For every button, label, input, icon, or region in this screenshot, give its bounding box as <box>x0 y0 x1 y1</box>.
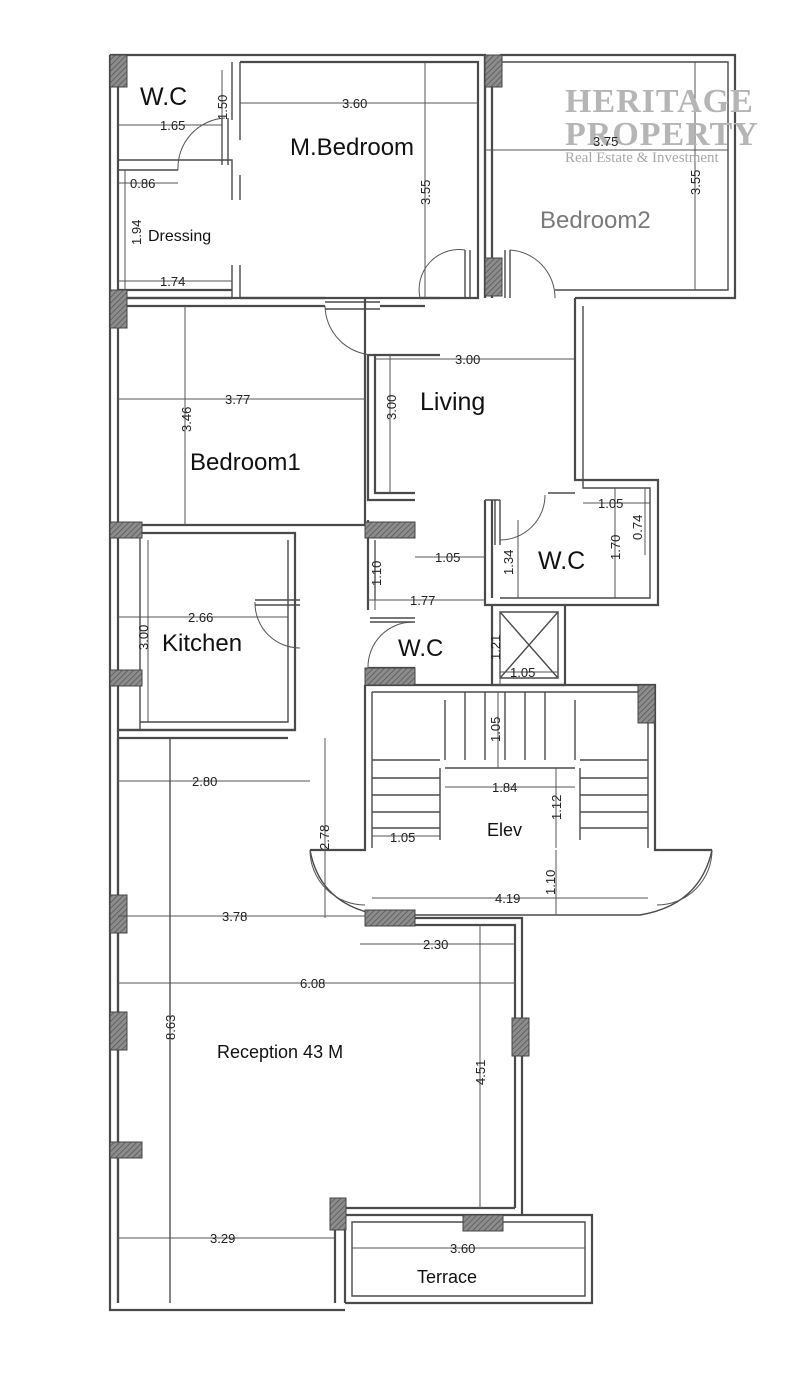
dim-label: 3.00 <box>384 395 399 420</box>
watermark-line2: PROPERTY <box>565 116 759 153</box>
room-label-bedroom2: Bedroom2 <box>540 207 651 234</box>
dim-label: 3.60 <box>342 96 367 111</box>
room-label-wc-top: W.C <box>140 83 187 111</box>
dim-label: 1.94 <box>129 220 144 245</box>
dim-label: 3.29 <box>210 1231 235 1246</box>
dim-label: 1.05 <box>598 496 623 511</box>
dimension-labels: 1.65 1.50 3.60 3.55 3.75 3.55 0.86 1.94 … <box>129 95 703 1256</box>
room-labels: W.C M.Bedroom Bedroom2 Dressing Living B… <box>140 83 651 1287</box>
room-label-kitchen: Kitchen <box>162 630 242 657</box>
dim-label: 3.77 <box>225 392 250 407</box>
dim-label: 1.05 <box>390 830 415 845</box>
dim-label: 2.30 <box>423 937 448 952</box>
dim-label: 3.78 <box>222 909 247 924</box>
watermark: HERITAGE PROPERTY Real Estate & Investme… <box>565 83 759 166</box>
doors <box>177 117 713 906</box>
dim-label: 1.05 <box>510 665 535 680</box>
room-label-bedroom1: Bedroom1 <box>190 449 301 476</box>
dim-label: 8.63 <box>163 1015 178 1040</box>
walls <box>108 53 737 1312</box>
dim-label: 3.55 <box>688 170 703 195</box>
dim-label: 1.05 <box>488 717 503 742</box>
dim-label: 1.12 <box>549 795 564 820</box>
dim-label: 1.65 <box>160 118 185 133</box>
dimension-lines <box>118 62 728 1303</box>
dim-label: 1.34 <box>501 550 516 575</box>
dim-label: 1.10 <box>543 870 558 895</box>
dim-label: 3.55 <box>418 180 433 205</box>
dim-label: 2.66 <box>188 610 213 625</box>
dim-label: 1.70 <box>608 535 623 560</box>
dim-label: 4.19 <box>495 891 520 906</box>
dim-label: 6.08 <box>300 976 325 991</box>
dim-label: 3.60 <box>450 1241 475 1256</box>
dim-label: 2.80 <box>192 774 217 789</box>
dim-label: 3.00 <box>455 352 480 367</box>
dim-label: 2.78 <box>317 825 332 850</box>
dim-label: 1.50 <box>215 95 230 120</box>
room-label-living: Living <box>420 388 485 416</box>
room-label-master-bedroom: M.Bedroom <box>290 134 414 161</box>
dim-label: 3.46 <box>179 407 194 432</box>
dim-label: 1.05 <box>435 550 460 565</box>
columns <box>109 54 656 1232</box>
dim-label: 1.21 <box>488 635 503 660</box>
dim-label: 3.75 <box>593 134 618 149</box>
room-label-terrace: Terrace <box>417 1267 477 1287</box>
watermark-line1: HERITAGE <box>565 83 754 120</box>
room-label-reception: Reception 43 M <box>217 1042 343 1062</box>
dim-label: 1.77 <box>410 593 435 608</box>
dim-label: 1.74 <box>160 274 185 289</box>
watermark-tagline: Real Estate & Investment <box>565 150 720 166</box>
room-label-wc-mid: W.C <box>538 547 585 575</box>
dim-label: 0.74 <box>630 515 645 540</box>
dim-label: 1.84 <box>492 780 517 795</box>
room-label-wc-small: W.C <box>398 635 443 662</box>
room-label-elev: Elev <box>487 820 522 840</box>
dim-label: 1.10 <box>369 561 384 586</box>
dim-label: 3.00 <box>136 625 151 650</box>
dim-label: 0.86 <box>130 176 155 191</box>
dim-label: 4.51 <box>473 1060 488 1085</box>
room-label-dressing: Dressing <box>148 228 211 245</box>
